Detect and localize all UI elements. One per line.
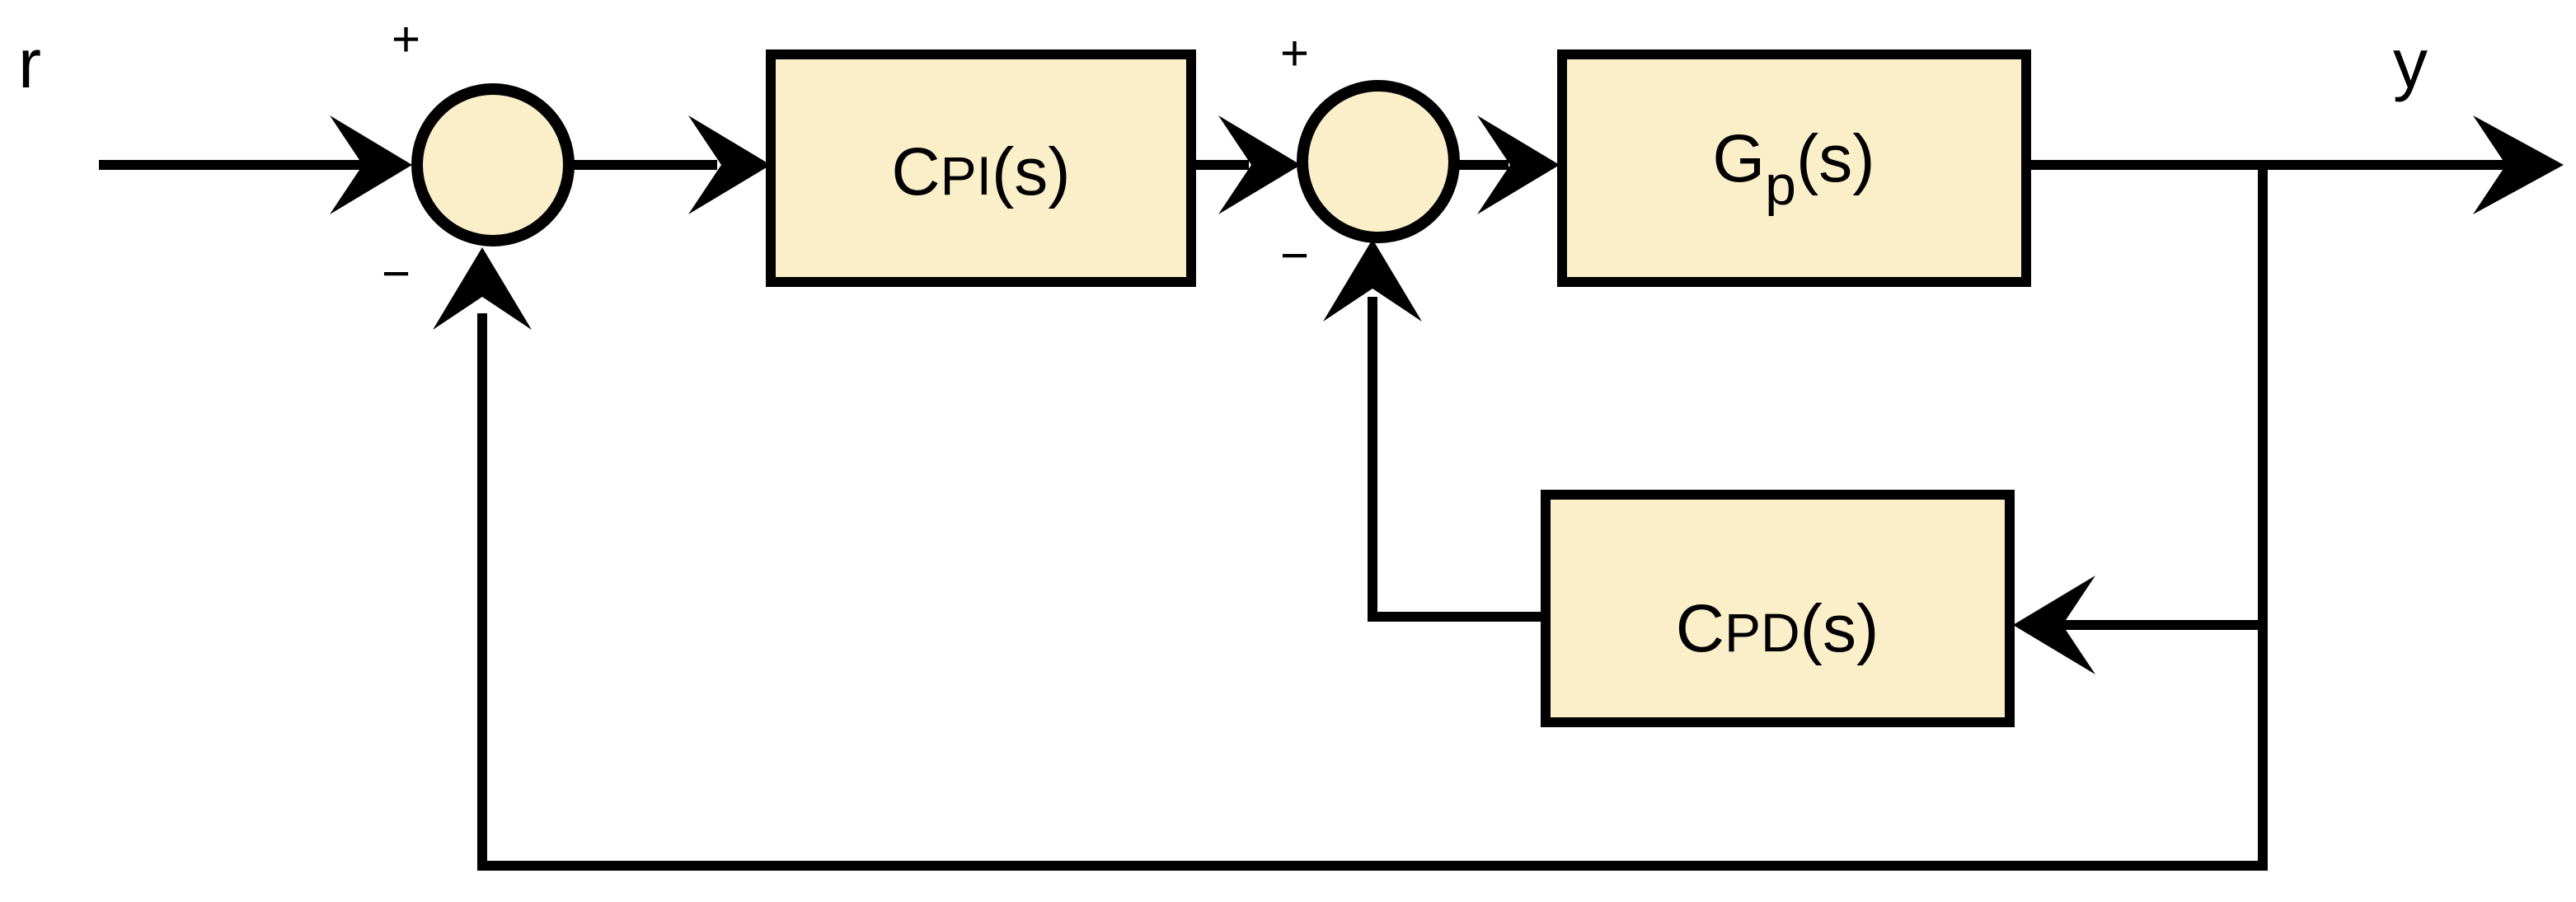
wire-cpd-to-inner-sum bbox=[1368, 297, 1546, 622]
arrowhead-into-cpi bbox=[688, 115, 771, 214]
gp-argument: (s) bbox=[1796, 121, 1875, 196]
outer-sum-minus-sign: − bbox=[382, 246, 411, 301]
inner-summing-junction bbox=[1297, 80, 1460, 243]
cpi-main-letter: C bbox=[891, 134, 940, 209]
cpd-block-label: CPD(s) bbox=[1676, 591, 1879, 666]
gp-block bbox=[1557, 49, 2031, 287]
inner-sum-plus-sign: + bbox=[1280, 26, 1309, 81]
gp-block-label: Gp(s) bbox=[1712, 121, 1875, 217]
arrowhead-into-inner-sum bbox=[1218, 115, 1301, 214]
cpd-argument: (s) bbox=[1800, 591, 1879, 666]
cpi-block bbox=[766, 49, 1196, 287]
cpd-block bbox=[1541, 490, 2015, 727]
gp-subscript: p bbox=[1765, 154, 1796, 217]
outer-sum-plus-sign: + bbox=[392, 12, 420, 67]
gp-main-letter: G bbox=[1712, 121, 1765, 196]
outer-summing-junction bbox=[411, 83, 575, 247]
arrowhead-output-y bbox=[2473, 115, 2564, 214]
cpd-main-letter: C bbox=[1676, 591, 1724, 666]
arrowhead-into-outer-sum bbox=[330, 115, 412, 214]
cpd-subscript: PD bbox=[1724, 602, 1800, 663]
arrowhead-into-gp bbox=[1477, 115, 1560, 214]
arrowhead-into-cpd bbox=[2013, 575, 2095, 674]
arrowhead-into-inner-sum-bottom bbox=[1323, 239, 1422, 322]
arrowhead-into-outer-sum-bottom bbox=[433, 247, 532, 330]
wire-outer-feedback bbox=[477, 313, 2263, 871]
output-signal-label: y bbox=[2393, 25, 2428, 102]
cpi-block-label: CPI(s) bbox=[891, 134, 1070, 209]
cpi-subscript: PI bbox=[941, 145, 992, 206]
input-signal-label: r bbox=[18, 25, 41, 102]
cpi-argument: (s) bbox=[992, 134, 1071, 209]
inner-sum-minus-sign: − bbox=[1280, 228, 1309, 283]
